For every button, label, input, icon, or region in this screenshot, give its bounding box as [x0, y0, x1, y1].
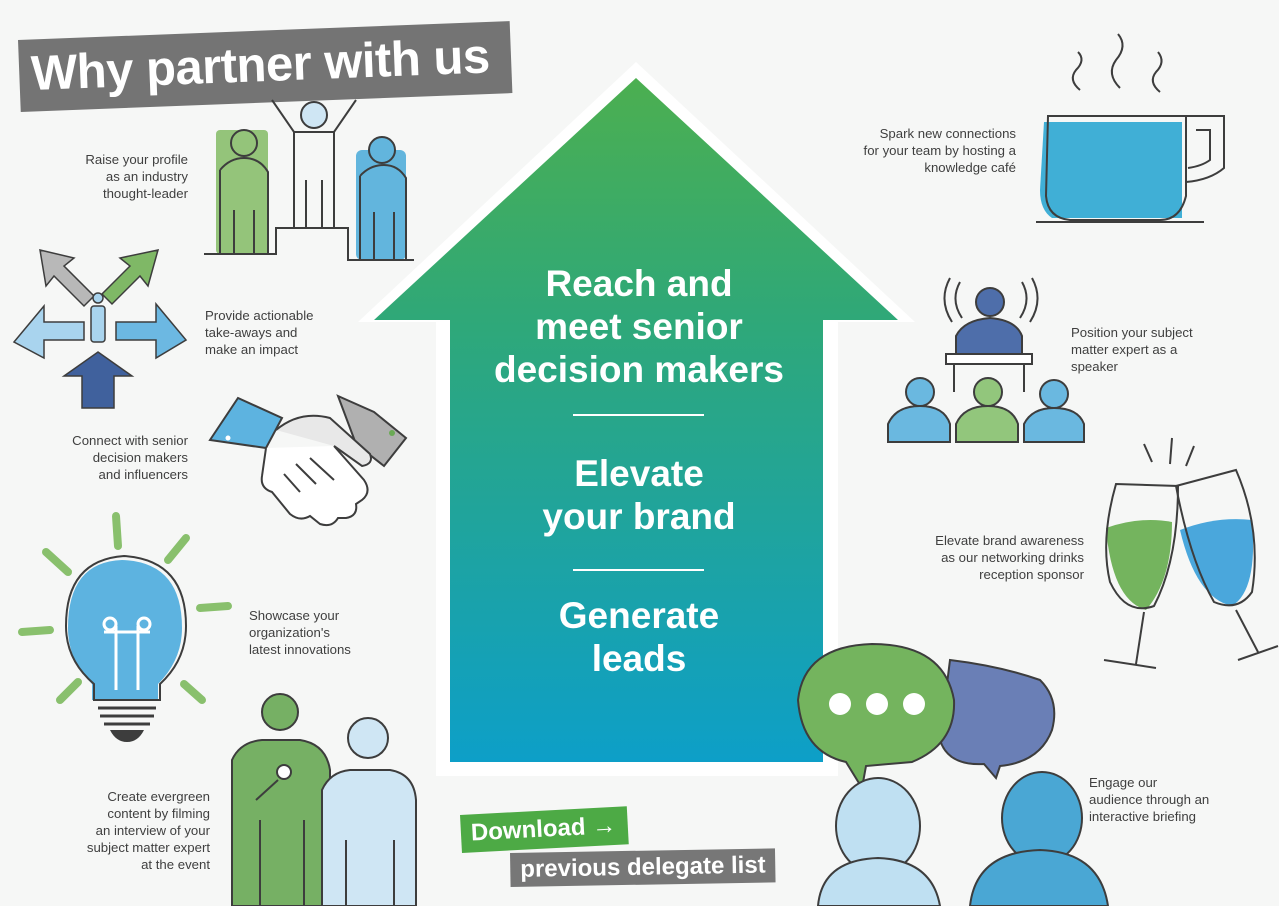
benefit-evergreen-content: Create evergreen content by filming an i… — [86, 789, 210, 872]
benefit-drinks-reception: Elevate brand awareness as our networkin… — [935, 533, 1084, 582]
briefing-people-icon — [816, 771, 1110, 906]
arrow-divider-2 — [573, 569, 704, 571]
benefit-connect: Connect with senior decision makers and … — [72, 433, 188, 482]
arrow-heading-reach: Reach and meet senior decision makers — [494, 263, 784, 390]
podium-icon — [204, 99, 414, 261]
speech-bubbles-icon — [796, 642, 1056, 791]
central-arrow — [358, 62, 915, 776]
benefit-knowledge-cafe: Spark new connections for your team by h… — [863, 126, 1016, 175]
impact-arrows-icon — [12, 249, 188, 409]
benefit-interactive-briefing: Engage our audience through an interacti… — [1089, 775, 1210, 824]
benefit-raise-profile: Raise your profile as an industry though… — [85, 152, 188, 201]
coffee-cup-icon — [1036, 33, 1225, 223]
champagne-glasses-icon — [1103, 437, 1279, 669]
delegate-list-link[interactable]: previous delegate list — [510, 848, 776, 887]
benefit-speaker: Position your subject matter expert as a… — [1071, 325, 1193, 374]
arrow-heading-leads: Generate leads — [558, 595, 720, 679]
handshake-icon — [208, 394, 408, 527]
interview-people-icon — [231, 693, 417, 906]
speaker-icon — [887, 277, 1085, 443]
arrow-heading-elevate: Elevate your brand — [542, 453, 736, 537]
arrow-divider-1 — [573, 414, 704, 416]
benefit-takeaways: Provide actionable take-aways and make a… — [205, 308, 314, 357]
benefit-showcase: Showcase your organization's latest inno… — [249, 608, 351, 657]
lightbulb-icon — [18, 512, 232, 742]
